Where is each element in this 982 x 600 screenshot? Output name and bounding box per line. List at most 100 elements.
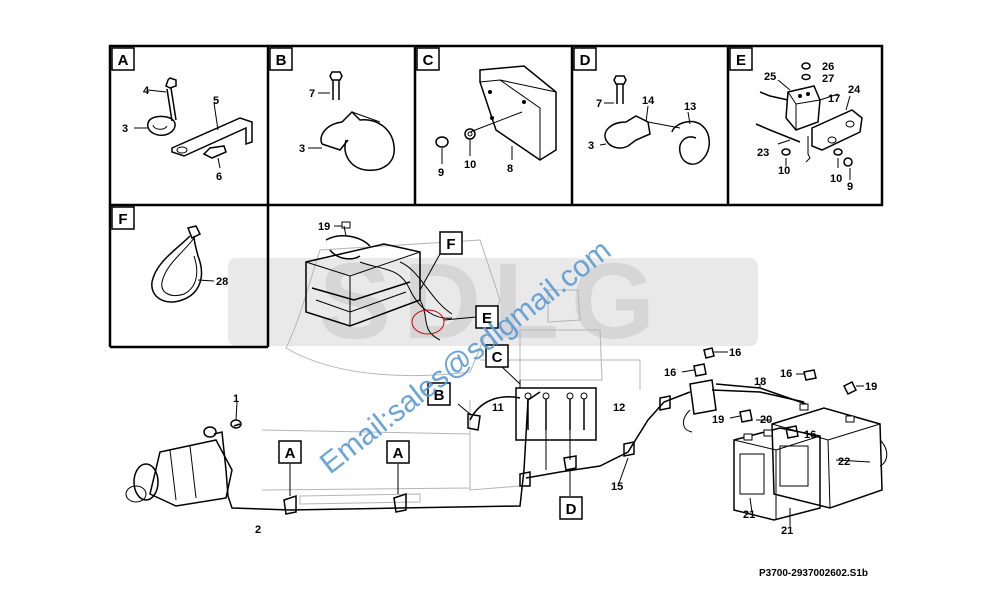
svg-text:A: A [285,445,296,462]
clamp-a1-icon [283,494,297,515]
cable-15 [525,391,691,479]
svg-text:F: F [446,236,455,253]
clamp-d-icon [563,455,577,471]
cable-tie-head-icon [186,225,202,240]
panel-letter-e: E [729,47,753,71]
callout-e-10a: 10 [778,165,790,177]
svg-text:E: E [736,52,746,69]
svg-text:E: E [482,310,492,327]
callout-c-8: 8 [507,163,513,175]
panel-b-drawing [308,71,395,171]
panel-grid [108,44,884,349]
callout-d-13: 13 [684,101,696,113]
svg-text:C: C [492,349,503,366]
callout-12: 12 [613,402,625,414]
callout-11: 11 [492,402,504,414]
callout-a-4: 4 [143,85,150,97]
main-letter-b: B [427,382,451,406]
clamp-b-icon [467,413,481,431]
callout-19c: 19 [712,414,724,426]
svg-text:D: D [580,52,591,69]
callout-d-3: 3 [588,140,594,152]
washer-10-icon [464,128,476,140]
starter-motor [125,426,233,507]
panel-d-drawing [599,75,710,165]
junction-block [499,364,597,470]
cable-2 [213,391,541,511]
panel-letter-f: F [111,206,135,230]
callout-b-7: 7 [309,88,315,100]
bracket-5-icon [171,117,253,157]
clamp-3-b-icon [320,110,395,171]
callout-e-26: 26 [822,61,834,73]
svg-text:D: D [566,501,577,518]
main-letter-e: E [443,305,499,329]
callout-e-24: 24 [848,84,861,96]
bolt-6-icon [202,145,227,159]
callout-c-9: 9 [438,167,444,179]
callout-20: 20 [760,414,772,426]
panel-a-drawing [134,77,253,169]
callout-19a: 19 [318,221,330,233]
main-letter-a1: A [278,440,302,464]
svg-text:F: F [118,211,127,228]
nut-9-icon [435,136,449,148]
callout-16b: 16 [664,367,676,379]
relay-17-icon [785,85,821,131]
callout-16a: 16 [729,347,741,359]
callout-16d: 16 [804,429,816,441]
bolt-23-icon [755,123,801,143]
main-letter-d: D [559,496,583,520]
svg-text:A: A [118,52,129,69]
callout-e-17: 17 [828,93,840,105]
callout-c-10: 10 [464,159,476,171]
callout-e-27: 27 [822,73,834,85]
callout-e-23: 23 [757,147,769,159]
bolt-7-icon [329,71,343,81]
main-letter-a2: A [386,440,410,464]
part-number: P3700-2937002602.S1b [759,568,868,579]
callout-e-9: 9 [847,181,853,193]
callout-d-14: 14 [642,95,655,107]
bolt-25-icon [759,91,789,101]
panel-letter-a: A [111,47,135,71]
main-letter-c: C [485,344,509,368]
clamp-14-icon [604,115,651,149]
svg-text:B: B [434,387,445,404]
control-unit-assembly [285,221,501,377]
callout-19b: 19 [865,381,877,393]
washer-27-icon [801,73,811,81]
callout-21b: 21 [781,525,793,537]
main-letter-f: F [419,231,463,291]
callout-16c: 16 [780,368,792,380]
callout-2: 2 [255,524,261,536]
bolt-4-icon [165,77,177,89]
callout-a-3: 3 [122,123,128,135]
callout-18: 18 [754,376,766,388]
band-13-icon [671,120,710,165]
panel-f-drawing [151,225,215,303]
callout-15: 15 [611,481,623,493]
callout-1: 1 [233,393,239,405]
clamp-a2-icon [393,492,407,513]
callout-e-25: 25 [764,71,776,83]
callout-e-10b: 10 [830,173,842,185]
callout-b-3: 3 [299,143,305,155]
callout-a-6: 6 [216,171,222,183]
panel-e-drawing [755,62,863,180]
sdlg-watermark: SDLG [228,240,758,361]
bracket-24-icon [811,109,863,151]
cable-tie-28-icon [151,235,203,303]
svg-text:B: B [276,52,287,69]
callout-f-28: 28 [216,276,228,288]
callout-22: 22 [838,456,850,468]
clamp-3-icon [147,115,176,136]
panel-letter-d: D [573,47,597,71]
callout-d-7: 7 [596,98,602,110]
callout-21a: 21 [743,509,755,521]
bolt-7-d-icon [613,75,627,85]
screw-26-icon [801,62,811,70]
battery-right [771,403,888,509]
panel-c-drawing [435,65,557,164]
